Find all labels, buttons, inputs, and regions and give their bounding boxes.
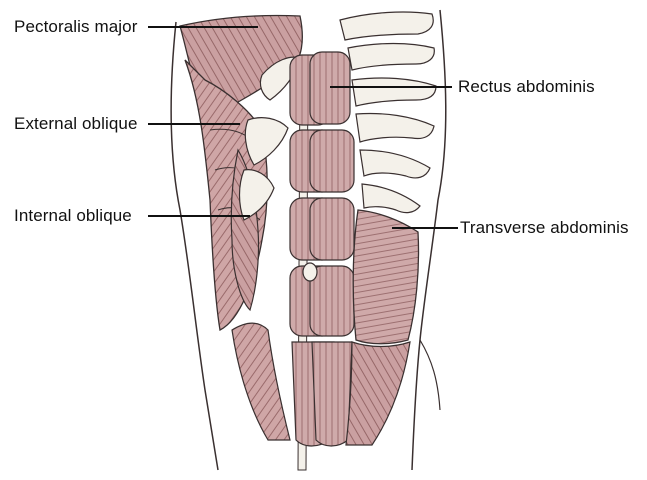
label-pectoralis-major: Pectoralis major: [14, 17, 137, 37]
label-internal-oblique: Internal oblique: [14, 206, 132, 226]
label-external-oblique: External oblique: [14, 114, 138, 134]
label-rectus-abdominis: Rectus abdominis: [458, 77, 595, 97]
label-transverse-abdominis: Transverse abdominis: [460, 218, 629, 238]
